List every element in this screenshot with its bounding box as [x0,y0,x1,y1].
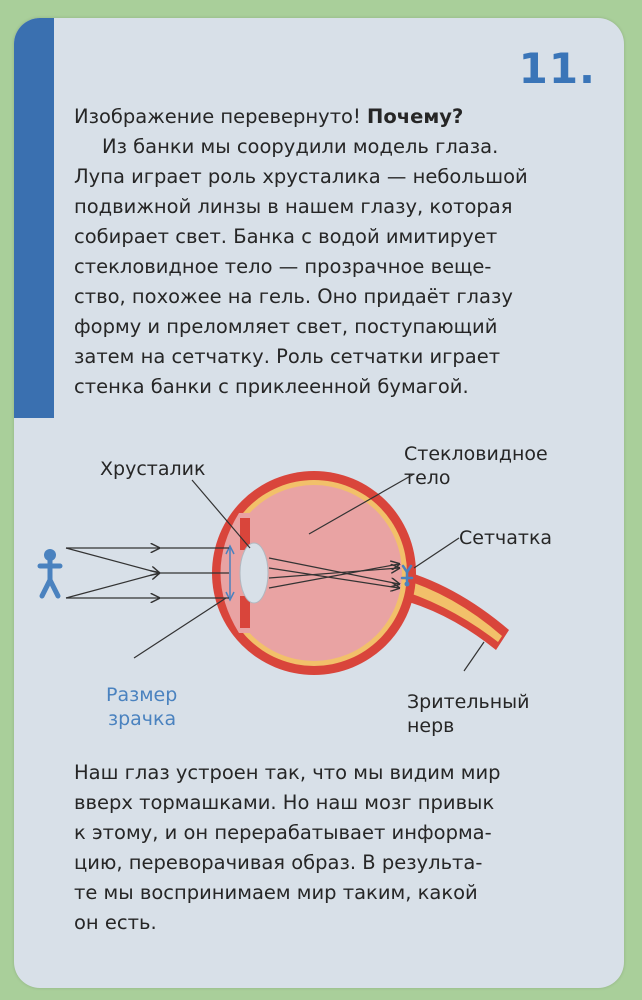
text-line: затем на сетчатку. Роль сетчатки играет [74,345,501,368]
label-nerve-line1: Зрительный [407,691,529,713]
eye-diagram: Хрусталик Стекловидное тело Сетчатка Раз… [37,443,552,737]
label-retina: Сетчатка [459,527,552,549]
lens [239,542,269,604]
card-heading: Изображение перевернуто! Почему? [74,102,584,132]
label-vitreous-line2: тело [404,467,451,489]
label-vitreous-line1: Стекловидное [404,443,548,465]
paragraph-explanation: Из банки мы соорудили модель глаза. Лупа… [74,132,584,402]
label-lens: Хрусталик [100,458,205,480]
paragraph-conclusion: Наш глаз устроен так, что мы видим мир в… [74,758,584,938]
text-line: к этому, и он перерабатывает информа- [74,821,492,844]
text-line: подвижной линзы в нашем глазу, которая [74,195,513,218]
heading-question: Почему? [367,105,464,128]
label-pupil-line2: зрачка [108,708,176,730]
label-pupil-line1: Размер [106,684,177,706]
text-line: стекловидное тело — прозрачное веще- [74,255,492,278]
person-figure [37,549,63,599]
text-line: те мы воспринимаем мир таким, какой [74,881,478,904]
text-line: стенка банки с приклеенной бумагой. [74,375,469,398]
text-line: Из банки мы соорудили модель глаза. [102,135,499,158]
inverted-image-icon [400,564,414,587]
optic-nerve-core [394,578,502,642]
text-line: Лупа играет роль хрусталика — небольшой [74,165,528,188]
text-line: он есть. [74,911,157,934]
text-line: вверх тормашками. Но наш мозг привык [74,791,495,814]
label-nerve-line2: нерв [407,715,454,737]
card-side-bar [14,18,54,418]
text-line: собирает свет. Банка с водой имитирует [74,225,498,248]
text-line: Наш глаз устроен так, что мы видим мир [74,761,501,784]
text-line: цию, переворачивая образ. В результа- [74,851,483,874]
iris-bottom [240,596,250,628]
info-card: 11. Изображение перевернуто! Почему? Из … [14,18,624,988]
eyeball-inner [226,485,402,661]
iris-top [240,518,250,550]
pointer-lines [133,473,485,672]
text-line: ство, похожее на гель. Оно придаёт глазу [74,285,513,308]
card-number: 11. [518,44,596,93]
text-line: форму и преломляет свет, поступающий [74,315,498,338]
light-rays [65,548,399,598]
heading-text: Изображение перевернуто! [74,105,368,128]
